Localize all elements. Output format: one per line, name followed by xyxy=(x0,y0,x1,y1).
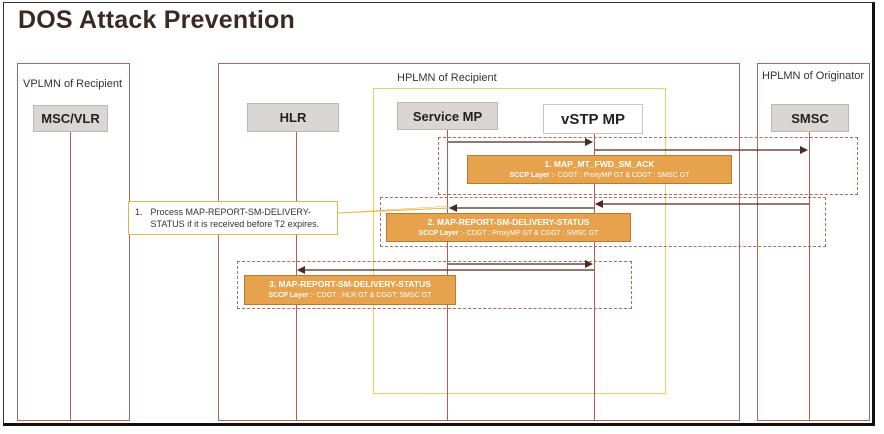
node-msc-vlr: MSC/VLR xyxy=(33,105,108,132)
lifeline-vstp-mp xyxy=(594,132,595,421)
message-3-group xyxy=(237,261,632,309)
message-3-sccp: SCCP Layer :- CDGT : HLR GT & CGGT: SMSC… xyxy=(245,290,455,301)
note-number: 1. xyxy=(135,207,143,217)
page-title: DOS Attack Prevention xyxy=(18,6,295,34)
message-1-group xyxy=(438,137,858,195)
message-1-sccp-detail: :- CGGT : ProxyMP GT & CDGT : SMSC GT xyxy=(551,172,690,179)
note-callout: 1. Process MAP-REPORT-SM-DELIVERY-STATUS… xyxy=(128,201,338,235)
region-hplmn xyxy=(218,63,740,421)
region-vplmn xyxy=(17,63,130,421)
note-text: Process MAP-REPORT-SM-DELIVERY-STATUS if… xyxy=(150,207,320,229)
diagram-frame xyxy=(3,2,875,426)
message-2-group xyxy=(380,197,826,247)
vstp-highlight-box xyxy=(373,88,666,394)
message-1-title: 1. MAP_MT_FWD_SM_ACK xyxy=(544,159,655,169)
message-3-box: 3. MAP-REPORT-SM-DELIVERY-STATUS SCCP La… xyxy=(244,275,456,305)
region-hplmn-label: HPLMN of Recipient xyxy=(397,72,497,84)
message-1-sccp: SCCP Layer :- CGGT : ProxyMP GT & CDGT :… xyxy=(468,170,731,181)
region-vplmn-label: VPLMN of Recipient xyxy=(23,78,123,90)
message-2-sccp-prefix: SCCP Layer xyxy=(418,230,459,237)
message-2-sccp-detail: :- CDGT : ProxyMP GT & CGGT : SMSC GT xyxy=(460,230,599,237)
message-3-sccp-prefix: SCCP Layer xyxy=(268,292,309,299)
lifeline-smsc xyxy=(809,132,810,421)
region-originator xyxy=(757,63,870,421)
node-service-mp: Service MP xyxy=(397,102,498,130)
node-smsc: SMSC xyxy=(771,104,849,132)
message-3-sccp-detail: :- CDGT : HLR GT & CGGT: SMSC GT xyxy=(310,292,432,299)
message-2-title: 2. MAP-REPORT-SM-DELIVERY-STATUS xyxy=(427,217,590,227)
lifeline-msc-vlr xyxy=(70,132,71,421)
message-2-sccp: SCCP Layer :- CDGT : ProxyMP GT & CGGT :… xyxy=(387,228,630,239)
message-3-title: 3. MAP-REPORT-SM-DELIVERY-STATUS xyxy=(269,279,431,289)
node-vstp-mp: vSTP MP xyxy=(543,104,643,134)
message-1-box: 1. MAP_MT_FWD_SM_ACK SCCP Layer :- CGGT … xyxy=(467,155,732,184)
message-1-sccp-prefix: SCCP Layer xyxy=(509,172,550,179)
region-originator-label: HPLMN of Originator xyxy=(762,70,865,82)
node-hlr: HLR xyxy=(247,103,339,132)
message-2-box: 2. MAP-REPORT-SM-DELIVERY-STATUS SCCP La… xyxy=(386,213,631,242)
